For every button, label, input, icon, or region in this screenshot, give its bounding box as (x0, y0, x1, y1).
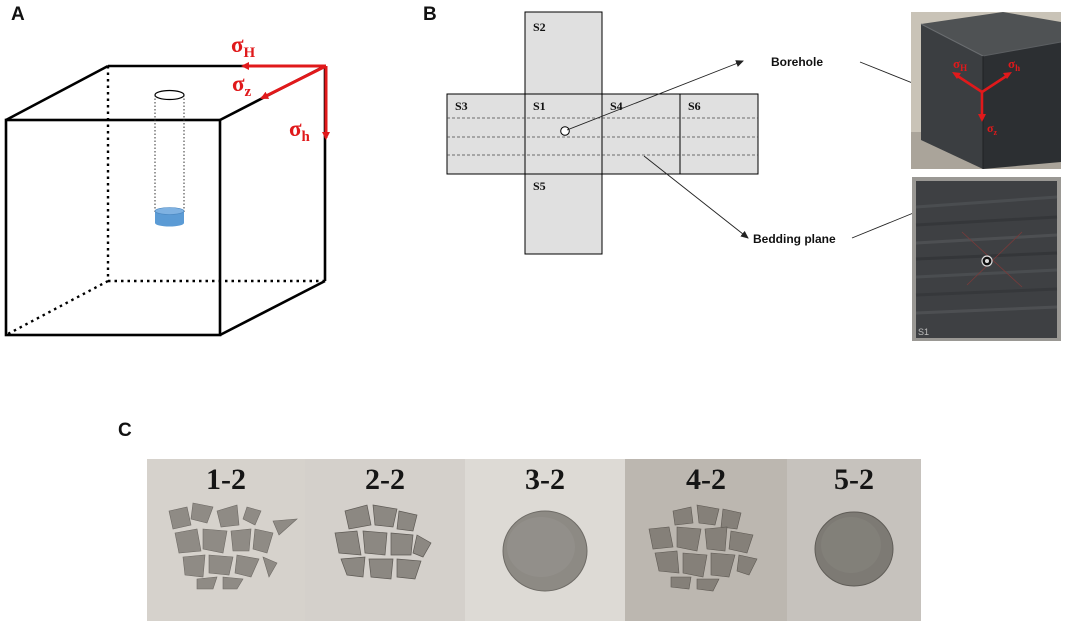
sample-label: 5-2 (834, 463, 874, 496)
sample-label: 4-2 (686, 463, 726, 496)
sample-1-2: 1-2 (147, 459, 305, 621)
face-label-s1: S1 (533, 99, 546, 113)
bedding-plane-annotation: Bedding plane (753, 232, 836, 246)
sample-5-2: 5-2 (787, 459, 921, 621)
face-label-s3: S3 (455, 99, 468, 113)
sample-2-2: 2-2 (305, 459, 465, 621)
stress-labels-a: σH σz σh (231, 32, 311, 145)
face-label-s2: S2 (533, 20, 546, 34)
unfolded-faces (446, 11, 759, 255)
photo-sigma-z: σz (987, 121, 998, 137)
stress-arrows-a (241, 62, 330, 140)
sample-4-2: 4-2 (625, 459, 787, 621)
face-labels: S2 S3 S1 S4 S6 S5 (455, 20, 701, 193)
sample-label: 1-2 (206, 463, 246, 496)
sample-label: 3-2 (525, 463, 565, 496)
sample-label: 2-2 (365, 463, 405, 496)
rock-face-photo: S1 (912, 177, 1061, 341)
sigma-h-label: σh (289, 116, 311, 145)
face-label-s6: S6 (688, 99, 701, 113)
face-marking-s1: S1 (918, 327, 929, 337)
panel-label-c: C (118, 420, 132, 441)
borehole-annotation: Borehole (771, 55, 823, 69)
sample-photo-strip: 1-2 2-2 (147, 459, 921, 621)
face-label-s5: S5 (533, 179, 546, 193)
panel-label-a: A (11, 4, 25, 25)
borehole-cylinder (154, 89, 185, 227)
sigma-H-label: σH (231, 32, 256, 61)
sigma-z-label: σz (232, 71, 252, 100)
panel-label-b: B (423, 4, 437, 25)
sample-3-2: 3-2 (465, 459, 625, 621)
rock-cube-photo: σH σh σz (911, 12, 1061, 169)
cube-diagram (4, 64, 327, 337)
photo-sigma-h: σh (1008, 56, 1020, 73)
photo-sigma-H: σH (953, 56, 967, 73)
